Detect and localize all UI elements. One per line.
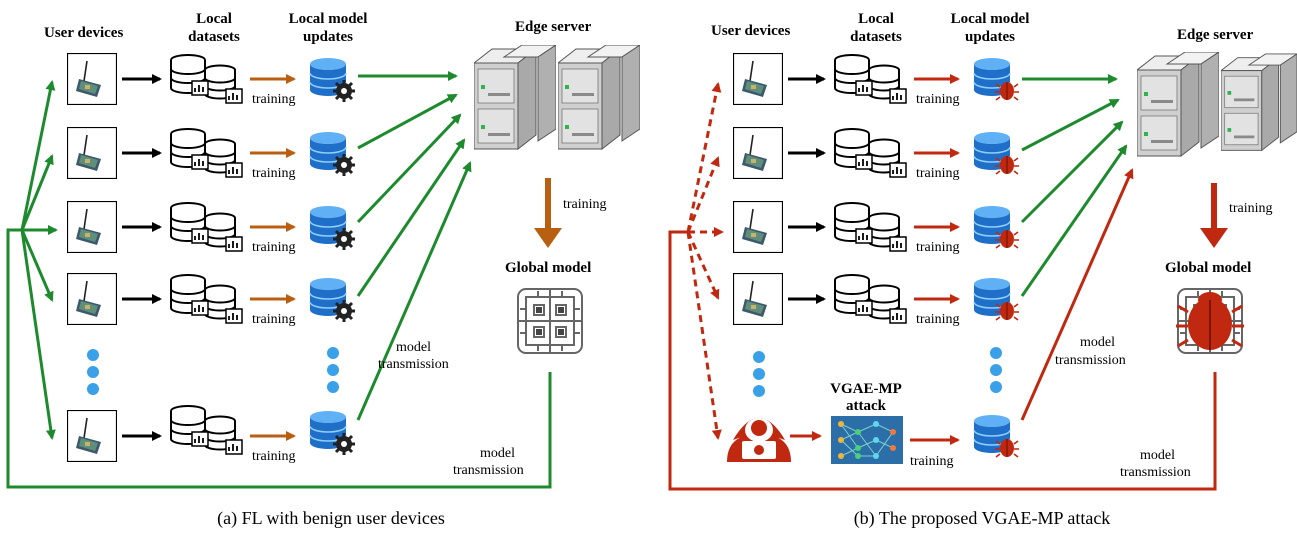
heading-local-datasets-line2: datasets [850, 29, 902, 45]
attack-label-line1: VGAE-MP [830, 381, 902, 397]
database-gear-icon [308, 57, 356, 103]
server-rack-icon [1221, 53, 1297, 151]
panel-b: User devices Local datasets Local model … [668, 11, 1297, 529]
database-bug-icon [973, 277, 1020, 321]
server-rack-icon [558, 45, 640, 150]
hacker-icon [727, 418, 791, 462]
row-2: training [67, 127, 356, 181]
heading-user-devices: User devices [711, 23, 790, 39]
model-transmission-line2: transmission [1055, 353, 1126, 368]
row-4: training [733, 273, 1020, 327]
global-model-label: Global model [505, 260, 591, 276]
server-rack-icon [474, 45, 556, 150]
iot-device-icon [67, 410, 117, 462]
global-model-icon [517, 288, 583, 354]
panel-a: User devices Local datasets Local model … [6, 11, 640, 529]
distribution-arrows [6, 71, 552, 489]
server-training-label: training [1229, 201, 1273, 216]
row-3: training [733, 201, 1020, 255]
iot-device-icon [67, 53, 117, 105]
heading-edge-server: Edge server [1177, 27, 1254, 43]
database-gear-icon [308, 410, 356, 456]
training-label: training [916, 240, 960, 255]
heading-local-updates-line1: Local model [289, 11, 368, 27]
model-transmission-line1: model [396, 340, 431, 355]
caption-a: (a) FL with benign user devices [217, 508, 445, 529]
database-gear-icon [308, 205, 356, 251]
training-label: training [252, 92, 296, 107]
iot-device-icon [733, 201, 783, 253]
heading-local-updates-line2: updates [303, 29, 353, 45]
bottom-transmission-line1: model [1140, 448, 1175, 463]
dataset-icon [834, 128, 907, 178]
dataset-icon [170, 405, 243, 455]
distribution-arrows [668, 82, 1217, 491]
iot-device-icon [733, 53, 783, 105]
attack-label-line2: attack [846, 398, 887, 414]
training-label: training [916, 166, 960, 181]
row-4: training [67, 273, 356, 327]
database-gear-icon [308, 131, 356, 177]
heading-local-updates-line1: Local model [951, 11, 1030, 27]
dataset-icon [170, 128, 243, 178]
dataset-icon [170, 274, 243, 324]
training-label: training [916, 92, 960, 107]
database-bug-icon [973, 57, 1020, 101]
database-bug-icon [973, 205, 1020, 249]
row-1: training [67, 53, 356, 107]
dataset-icon [834, 274, 907, 324]
dataset-icon [170, 202, 243, 252]
iot-device-icon [67, 273, 117, 325]
database-gear-icon [308, 277, 356, 323]
server-training-label: training [563, 197, 607, 212]
heading-user-devices: User devices [44, 25, 123, 41]
bottom-transmission-line2: transmission [453, 463, 524, 478]
global-model-icon [1176, 288, 1244, 354]
iot-device-icon [733, 273, 783, 325]
heading-local-updates-line2: updates [965, 29, 1015, 45]
server-rack-icon [1137, 52, 1219, 157]
row-5: training [67, 405, 356, 464]
database-bug-icon [973, 131, 1020, 175]
bottom-transmission-line2: transmission [1120, 465, 1191, 480]
training-label: training [916, 312, 960, 327]
heading-local-datasets-line2: datasets [188, 29, 240, 45]
heading-edge-server: Edge server [515, 19, 592, 35]
training-label: training [910, 454, 954, 469]
training-label: training [252, 240, 296, 255]
database-bug-icon [973, 414, 1020, 458]
row-2: training [733, 127, 1020, 181]
row-3: training [67, 201, 356, 255]
dataset-icon [170, 54, 243, 104]
training-label: training [252, 312, 296, 327]
row-1: training [733, 53, 1020, 107]
heading-local-datasets-line1: Local [196, 11, 232, 27]
attacker-row: VGAE-MP attack training [727, 381, 1020, 469]
iot-device-icon [67, 127, 117, 179]
iot-device-icon [733, 127, 783, 179]
global-model-label: Global model [1165, 260, 1251, 276]
bottom-transmission-line1: model [480, 446, 515, 461]
training-label: training [252, 449, 296, 464]
dataset-icon [834, 202, 907, 252]
upload-arrows [1020, 74, 1128, 297]
caption-b: (b) The proposed VGAE-MP attack [854, 508, 1111, 529]
ellipsis-dots [753, 347, 1002, 397]
iot-device-icon [67, 201, 117, 253]
training-label: training [252, 166, 296, 181]
model-transmission-line2: transmission [378, 357, 449, 372]
model-transmission-line1: model [1080, 335, 1115, 350]
dataset-icon [834, 54, 907, 104]
heading-local-datasets-line1: Local [858, 11, 894, 27]
neural-net-icon [831, 416, 903, 464]
ellipsis-dots [87, 347, 339, 395]
